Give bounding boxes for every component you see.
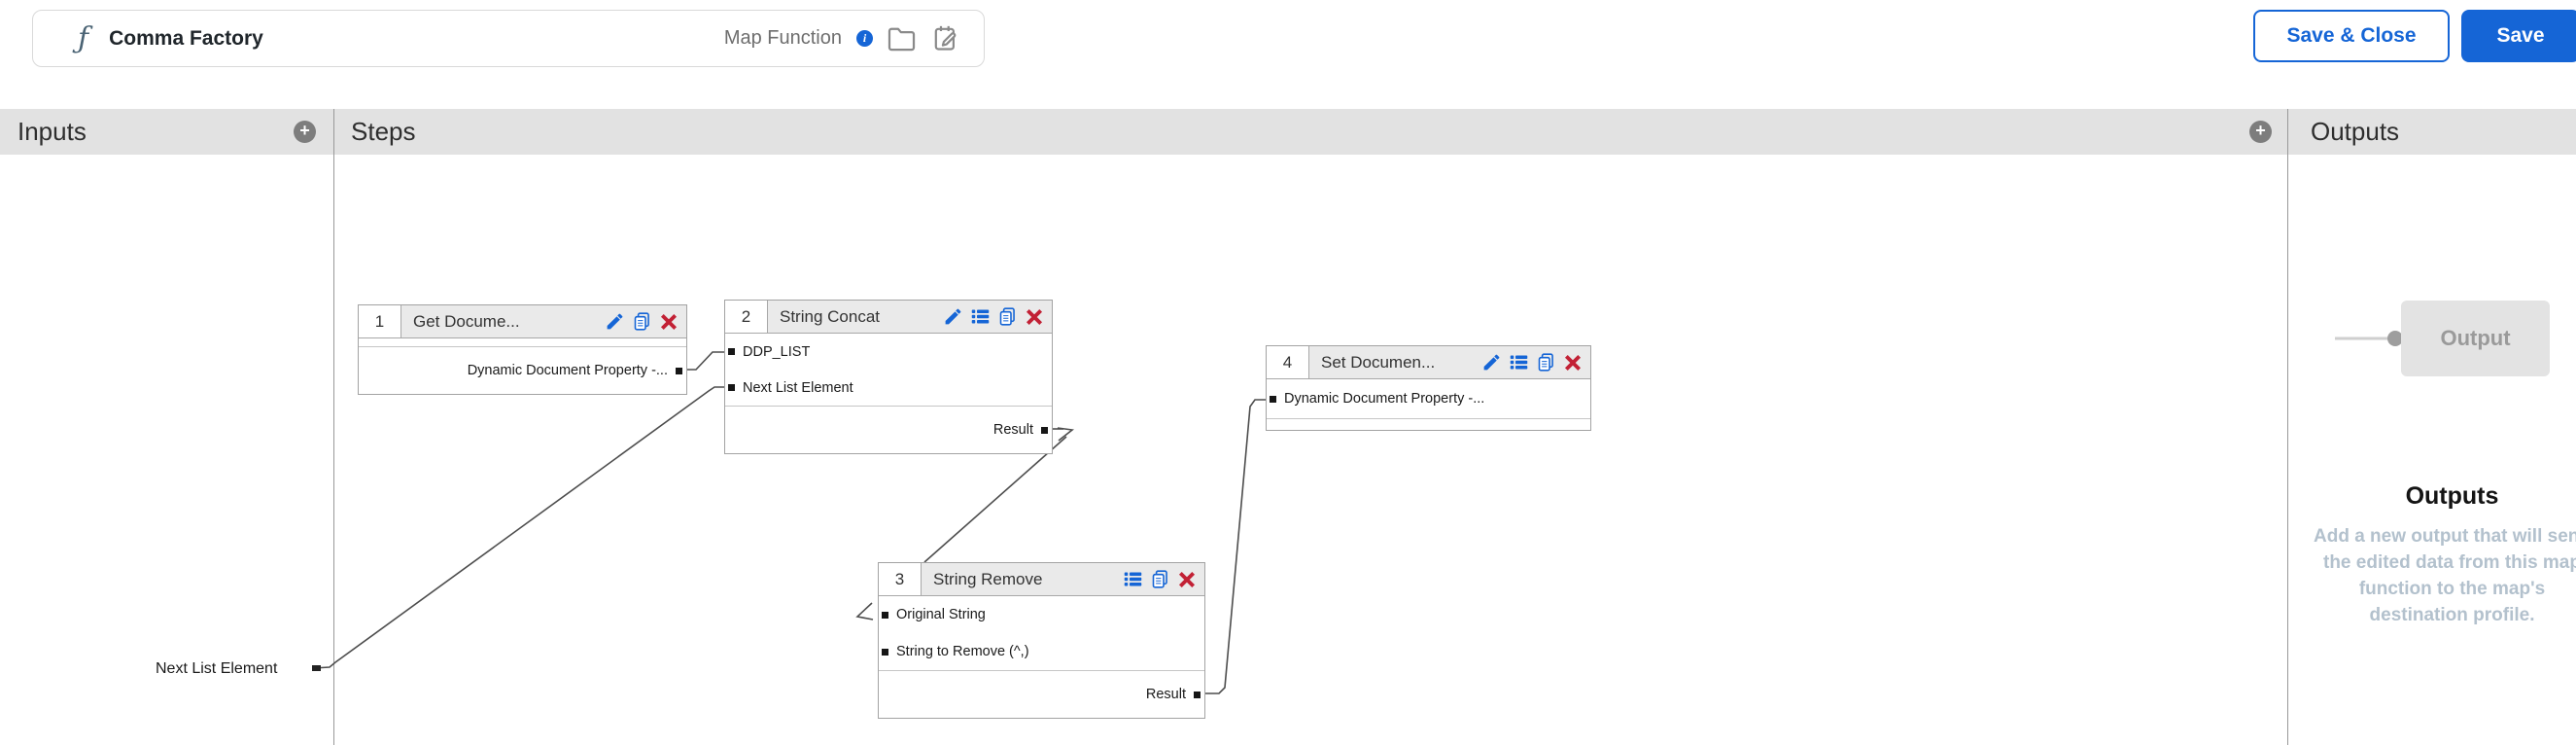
info-icon[interactable]: i (856, 30, 873, 47)
output-port-row: Result (725, 407, 1052, 453)
list-icon[interactable] (1123, 569, 1143, 589)
outputs-empty-state: Outputs Add a new output that will send … (2314, 482, 2576, 628)
input-port-row: String to Remove (^,) (879, 633, 1204, 670)
step-title: String Concat (780, 306, 880, 326)
copy-icon[interactable] (632, 311, 652, 332)
step-header: 3 String Remove (879, 563, 1204, 596)
input-port-label: String to Remove (^,) (896, 644, 1029, 659)
input-port-label: Next List Element (743, 379, 853, 396)
step-inputs-section: Original String String to Remove (^,) (879, 596, 1204, 670)
add-step-button[interactable]: + (2249, 121, 2272, 143)
output-port-row: Result (879, 671, 1204, 718)
function-name: Comma Factory (109, 26, 263, 50)
list-icon[interactable] (1509, 352, 1529, 372)
delete-icon[interactable] (1177, 570, 1197, 589)
step-box-2[interactable]: 2 String Concat DDP_LIST (724, 300, 1053, 454)
edit-note-icon[interactable] (930, 23, 960, 53)
add-input-button[interactable]: + (294, 121, 316, 143)
save-and-close-button[interactable]: Save & Close (2253, 10, 2450, 62)
step-outputs-section: Dynamic Document Property -... (359, 346, 686, 394)
input-port-label: Dynamic Document Property -... (1284, 391, 1485, 407)
step-number: 1 (359, 305, 401, 337)
input-item-next-list-element[interactable]: Next List Element (156, 660, 278, 677)
outputs-panel-header: Outputs (2287, 109, 2576, 155)
input-port-row: DDP_LIST (725, 334, 1052, 370)
output-node[interactable]: Output (2401, 301, 2550, 376)
step-title: Get Docume... (413, 311, 520, 331)
function-title-card: ƒ Comma Factory Map Function i (32, 10, 985, 67)
step-inputs-section: Dynamic Document Property -... (1267, 379, 1590, 418)
step-inputs-section: DDP_LIST Next List Element (725, 334, 1052, 406)
inputs-panel-header: Inputs + (0, 109, 333, 155)
delete-icon[interactable] (1025, 307, 1044, 327)
port-square[interactable] (728, 384, 735, 391)
step-number: 3 (879, 563, 922, 595)
edit-icon[interactable] (1481, 352, 1502, 372)
edit-icon[interactable] (943, 306, 963, 327)
port-square[interactable] (882, 648, 888, 656)
input-port-row: Original String (879, 596, 1204, 633)
folder-icon[interactable] (886, 24, 918, 53)
output-port-label: Dynamic Document Property -... (467, 363, 668, 378)
inputs-steps-divider (333, 109, 334, 745)
step-title: String Remove (933, 569, 1043, 588)
port-square[interactable] (676, 367, 682, 374)
port-square[interactable] (312, 665, 321, 671)
step-inputs-section (359, 338, 686, 346)
input-port-row: Next List Element (725, 370, 1052, 406)
copy-icon[interactable] (1536, 352, 1556, 372)
input-port-row: Dynamic Document Property -... (1267, 379, 1590, 418)
input-port-label: DDP_LIST (743, 343, 811, 360)
step-header: 4 Set Documen... (1267, 346, 1590, 379)
outputs-heading: Outputs (2405, 482, 2499, 510)
step-number: 4 (1267, 346, 1309, 378)
outputs-description: Add a new output that will send the edit… (2314, 526, 2576, 625)
port-square[interactable] (1270, 395, 1276, 403)
connector-line (683, 351, 725, 371)
list-icon[interactable] (970, 306, 991, 327)
connector-line (1203, 399, 1271, 694)
step-box-4[interactable]: 4 Set Documen... Dynamic Docum (1266, 345, 1591, 431)
step-box-3[interactable]: 3 String Remove Original String (878, 562, 1205, 719)
input-port-label: Original String (896, 607, 986, 622)
inputs-panel-title: Inputs (17, 117, 87, 146)
port-square[interactable] (728, 348, 735, 355)
copy-icon[interactable] (1150, 569, 1170, 589)
top-bar: ƒ Comma Factory Map Function i (0, 0, 2576, 109)
connector-arrow (855, 602, 874, 621)
step-number: 2 (725, 301, 768, 333)
step-outputs-section (1267, 418, 1590, 430)
save-button[interactable]: Save (2461, 10, 2576, 62)
step-outputs-section: Result (879, 670, 1204, 718)
steps-outputs-divider (2287, 109, 2288, 745)
connector-arrow (1057, 427, 1074, 442)
function-type-label: Map Function (723, 27, 842, 49)
step-header: 1 Get Docume... (359, 305, 686, 338)
copy-icon[interactable] (997, 306, 1018, 327)
function-icon: ƒ (78, 20, 89, 55)
step-title: Set Documen... (1321, 352, 1436, 372)
edit-icon[interactable] (605, 311, 625, 332)
step-outputs-section: Result (725, 406, 1052, 453)
port-square[interactable] (1041, 426, 1048, 434)
output-port-label: Result (1145, 687, 1186, 702)
step-header: 2 String Concat (725, 301, 1052, 334)
delete-icon[interactable] (1563, 353, 1583, 372)
connector-line (923, 436, 1067, 563)
steps-panel-header: Steps + (333, 109, 2287, 155)
outputs-panel-title: Outputs (2311, 117, 2400, 146)
port-square[interactable] (882, 611, 888, 619)
output-port-label: Result (992, 422, 1033, 438)
port-square[interactable] (1194, 691, 1201, 698)
delete-icon[interactable] (659, 312, 679, 332)
connector-line (312, 386, 726, 669)
output-port-row: Dynamic Document Property -... (359, 347, 686, 394)
step-box-1[interactable]: 1 Get Docume... Dynamic Document Propert… (358, 304, 687, 395)
steps-panel-title: Steps (351, 117, 416, 146)
